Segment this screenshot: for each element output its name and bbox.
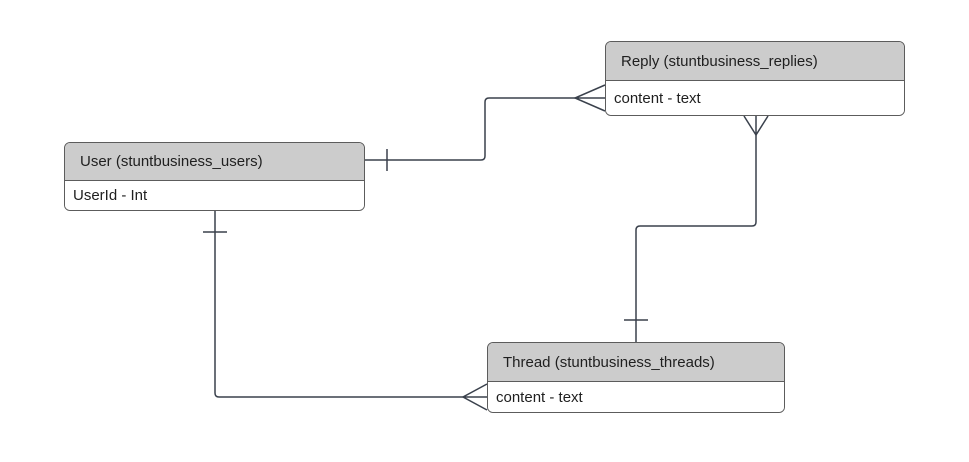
connector-user-reply[interactable] [365,97,575,161]
crows-foot-many-reply-end-icon [573,84,606,112]
relationship-user-reply [365,84,606,171]
crows-foot-many-reply-end-icon [743,115,769,137]
entity-reply[interactable]: Reply (stuntbusiness_replies) content - … [605,41,905,116]
entity-user-title: User (stuntbusiness_users) [65,143,364,181]
entity-reply-title: Reply (stuntbusiness_replies) [606,42,904,81]
connector-user-thread[interactable] [214,211,463,398]
connector-thread-reply[interactable] [635,135,757,342]
entity-thread[interactable]: Thread (stuntbusiness_threads) content -… [487,342,785,413]
relationship-user-thread [203,211,488,411]
entity-thread-attribute: content - text [488,382,784,412]
entity-reply-attribute: content - text [606,81,904,115]
entity-user[interactable]: User (stuntbusiness_users) UserId - Int [64,142,365,211]
entity-thread-title: Thread (stuntbusiness_threads) [488,343,784,382]
crows-foot-many-thread-end-icon [461,383,488,411]
relationship-thread-reply [624,115,769,342]
entity-user-attribute: UserId - Int [65,181,364,210]
